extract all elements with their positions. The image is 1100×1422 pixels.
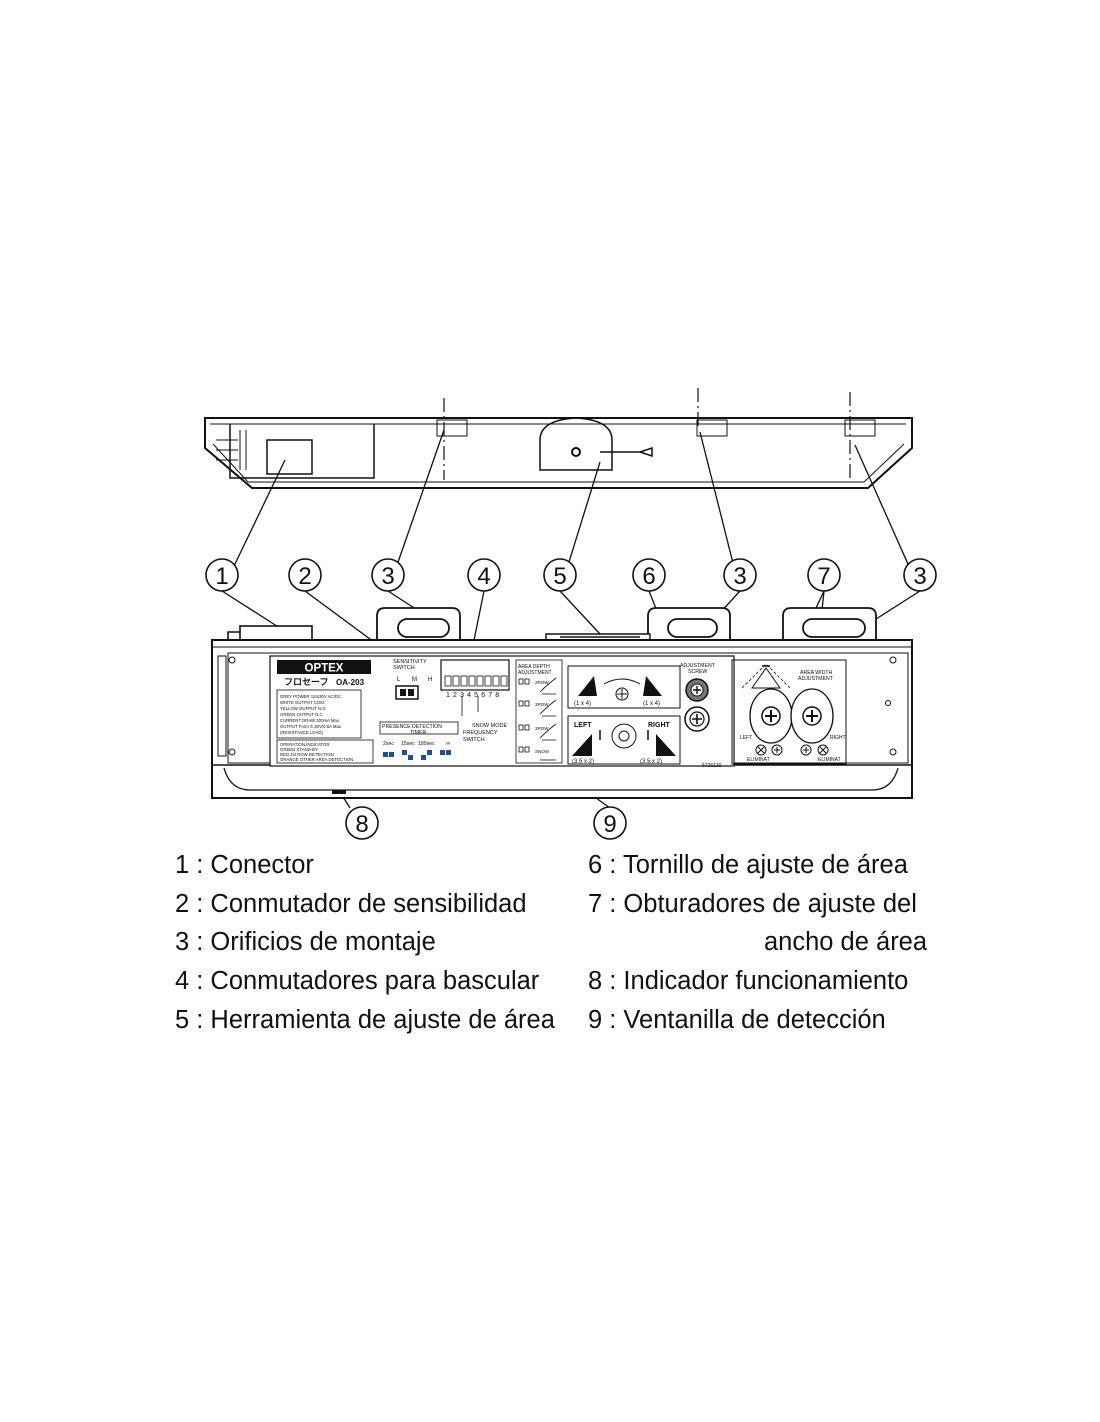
- svg-text:WHITE OUTPUT COM.: WHITE OUTPUT COM.: [280, 700, 325, 705]
- model-number: OA-203: [336, 678, 365, 687]
- svg-text:ORANGE OTHER AREA DETECTION: ORANGE OTHER AREA DETECTION: [280, 757, 353, 762]
- svg-text:RED 1st ROW DETECTION: RED 1st ROW DETECTION: [280, 752, 334, 757]
- svg-text:TIMER: TIMER: [410, 730, 426, 736]
- svg-text:5: 5: [553, 563, 566, 590]
- legend-item-1: 1 : Conector: [175, 851, 314, 879]
- svg-text:5726130: 5726130: [702, 763, 722, 769]
- sensitivity-switch[interactable]: [395, 685, 419, 700]
- svg-text:180sec: 180sec: [418, 741, 435, 747]
- svg-text:LEFT: LEFT: [740, 735, 752, 741]
- svg-text:ELIMINAT: ELIMINAT: [747, 757, 770, 763]
- svg-text:ADJUSTMENT: ADJUSTMENT: [518, 670, 552, 676]
- legend-item-5: 5 : Herramienta de ajuste de área: [175, 1005, 555, 1034]
- svg-text:RIGHT: RIGHT: [830, 735, 846, 741]
- svg-text:2ROW: 2ROW: [535, 680, 549, 685]
- svg-text:YELLOW OUTPUT N.O.: YELLOW OUTPUT N.O.: [280, 706, 327, 711]
- svg-text:1: 1: [215, 563, 228, 590]
- brand-logo: OPTEX: [305, 663, 344, 675]
- legend-item-6: 6 : Tornillo de ajuste de área: [588, 851, 908, 879]
- svg-text:RIGHT: RIGHT: [648, 722, 671, 729]
- svg-text:3ROW: 3ROW: [535, 702, 549, 707]
- reference-lines: [443, 388, 851, 480]
- svg-text:SWITCH: SWITCH: [393, 665, 415, 671]
- svg-text:FREQUENCY: FREQUENCY: [463, 730, 498, 736]
- legend-item-7: 7 : Obturadores de ajuste del: [588, 889, 917, 918]
- svg-text:SWITCH: SWITCH: [463, 737, 485, 743]
- callout-6: 6: [632, 558, 666, 592]
- svg-text:6: 6: [642, 563, 655, 590]
- svg-text:ELIMINAT: ELIMINAT: [818, 757, 841, 763]
- svg-text:SNOW MODE: SNOW MODE: [472, 723, 507, 729]
- svg-text:ADJUSTMENT: ADJUSTMENT: [680, 663, 716, 669]
- legend-item-8: 8 : Indicador funcionamiento: [588, 967, 909, 996]
- svg-text:9: 9: [603, 811, 616, 838]
- side-view-housing: [204, 417, 913, 489]
- svg-text:2sec: 2sec: [383, 741, 394, 747]
- svg-text:(3.5 x 2): (3.5 x 2): [640, 759, 662, 765]
- legend-item-3: 3 : Orificios de montaje: [175, 928, 436, 957]
- svg-text:8: 8: [355, 811, 368, 838]
- svg-text:SNOW: SNOW: [535, 749, 550, 754]
- width-shutter-left[interactable]: [749, 688, 793, 744]
- brand-logo-box: [277, 660, 371, 674]
- area-adjust-tool: [545, 633, 651, 640]
- model-jp: フロセーフ: [284, 677, 328, 687]
- callout-1: 1: [205, 558, 239, 592]
- svg-text:∞: ∞: [446, 741, 450, 747]
- svg-text:3ROW: 3ROW: [535, 726, 549, 731]
- mounting-tabs: [376, 607, 877, 640]
- svg-text:L: L: [397, 677, 401, 683]
- svg-text:4: 4: [477, 563, 490, 590]
- svg-text:LEFT: LEFT: [574, 722, 592, 729]
- legend-item-4: 4 : Conmutadores para bascular: [175, 967, 540, 996]
- callout-7: 7: [807, 558, 841, 592]
- svg-text:15sec: 15sec: [401, 741, 415, 747]
- operation-indicator-led: [332, 790, 346, 794]
- legend-left-column: 1 : Conector 2 : Conmutador de sensibili…: [175, 846, 555, 1039]
- callout-2: 2: [288, 558, 322, 592]
- legend-item-2: 2 : Conmutador de sensibilidad: [175, 889, 527, 918]
- svg-text:3: 3: [381, 563, 394, 590]
- control-panel: OPTEX フロセーフ OA-203 SENSITIVITY SWITCH L …: [269, 655, 735, 769]
- svg-text:ADJUSTMENT: ADJUSTMENT: [798, 676, 834, 682]
- svg-text:(1 x 4): (1 x 4): [574, 701, 591, 707]
- callout-3c: 3: [903, 558, 937, 592]
- svg-text:(3.5 x 2): (3.5 x 2): [572, 759, 594, 765]
- legend-item-7-continued: ancho de área: [764, 928, 928, 957]
- legend-item-9: 9 : Ventanilla de detección: [588, 1005, 886, 1034]
- callout-3: 3: [371, 558, 405, 592]
- svg-text:AREA WIDTH: AREA WIDTH: [800, 670, 833, 676]
- svg-text:H: H: [428, 677, 432, 683]
- svg-text:(RESISTANCE LOAD): (RESISTANCE LOAD): [280, 730, 323, 735]
- svg-text:OUTPUT Form C 30V/0.5A Max: OUTPUT Form C 30V/0.5A Max: [280, 724, 342, 729]
- svg-text:SCREW: SCREW: [688, 669, 707, 675]
- svg-text:2: 2: [298, 563, 311, 590]
- width-shutter-right[interactable]: [790, 688, 834, 744]
- callout-9: 9: [593, 806, 627, 840]
- area-width-panel: AREA WIDTH ADJUSTMENT LEFT ELIMINAT RIGH…: [731, 659, 847, 765]
- callout-8: 8: [345, 806, 379, 840]
- svg-text:3: 3: [733, 563, 746, 590]
- area-adjustment-screw[interactable]: [684, 678, 710, 732]
- svg-text:AREA DEPTH: AREA DEPTH: [518, 664, 550, 670]
- svg-text:GREEN OUTPUT N.C.: GREEN OUTPUT N.C.: [280, 712, 324, 717]
- svg-text:7: 7: [817, 563, 830, 590]
- svg-text:PRESENCE DETECTION: PRESENCE DETECTION: [382, 724, 442, 730]
- callout-4: 4: [467, 558, 501, 592]
- callout-3b: 3: [723, 558, 757, 592]
- svg-text:OPERATION INDICATOR: OPERATION INDICATOR: [280, 742, 329, 747]
- svg-text:GREEN STAND-BY: GREEN STAND-BY: [280, 747, 318, 752]
- svg-text:(1 x 4): (1 x 4): [643, 701, 660, 707]
- svg-text:3: 3: [913, 563, 926, 590]
- svg-text:M: M: [412, 677, 417, 683]
- svg-text:SENSITIVITY: SENSITIVITY: [393, 659, 427, 665]
- callout-5: 5: [543, 558, 577, 592]
- legend-right-column: 6 : Tornillo de ajuste de área 7 : Obtur…: [588, 846, 927, 1039]
- svg-text:1 2 3 4 5 6 7 8: 1 2 3 4 5 6 7 8: [446, 692, 500, 699]
- svg-text:GREY POWER 12to30V AC/DC: GREY POWER 12to30V AC/DC: [280, 694, 341, 699]
- svg-text:CURRENT DRAW 300mA Max: CURRENT DRAW 300mA Max: [280, 718, 340, 723]
